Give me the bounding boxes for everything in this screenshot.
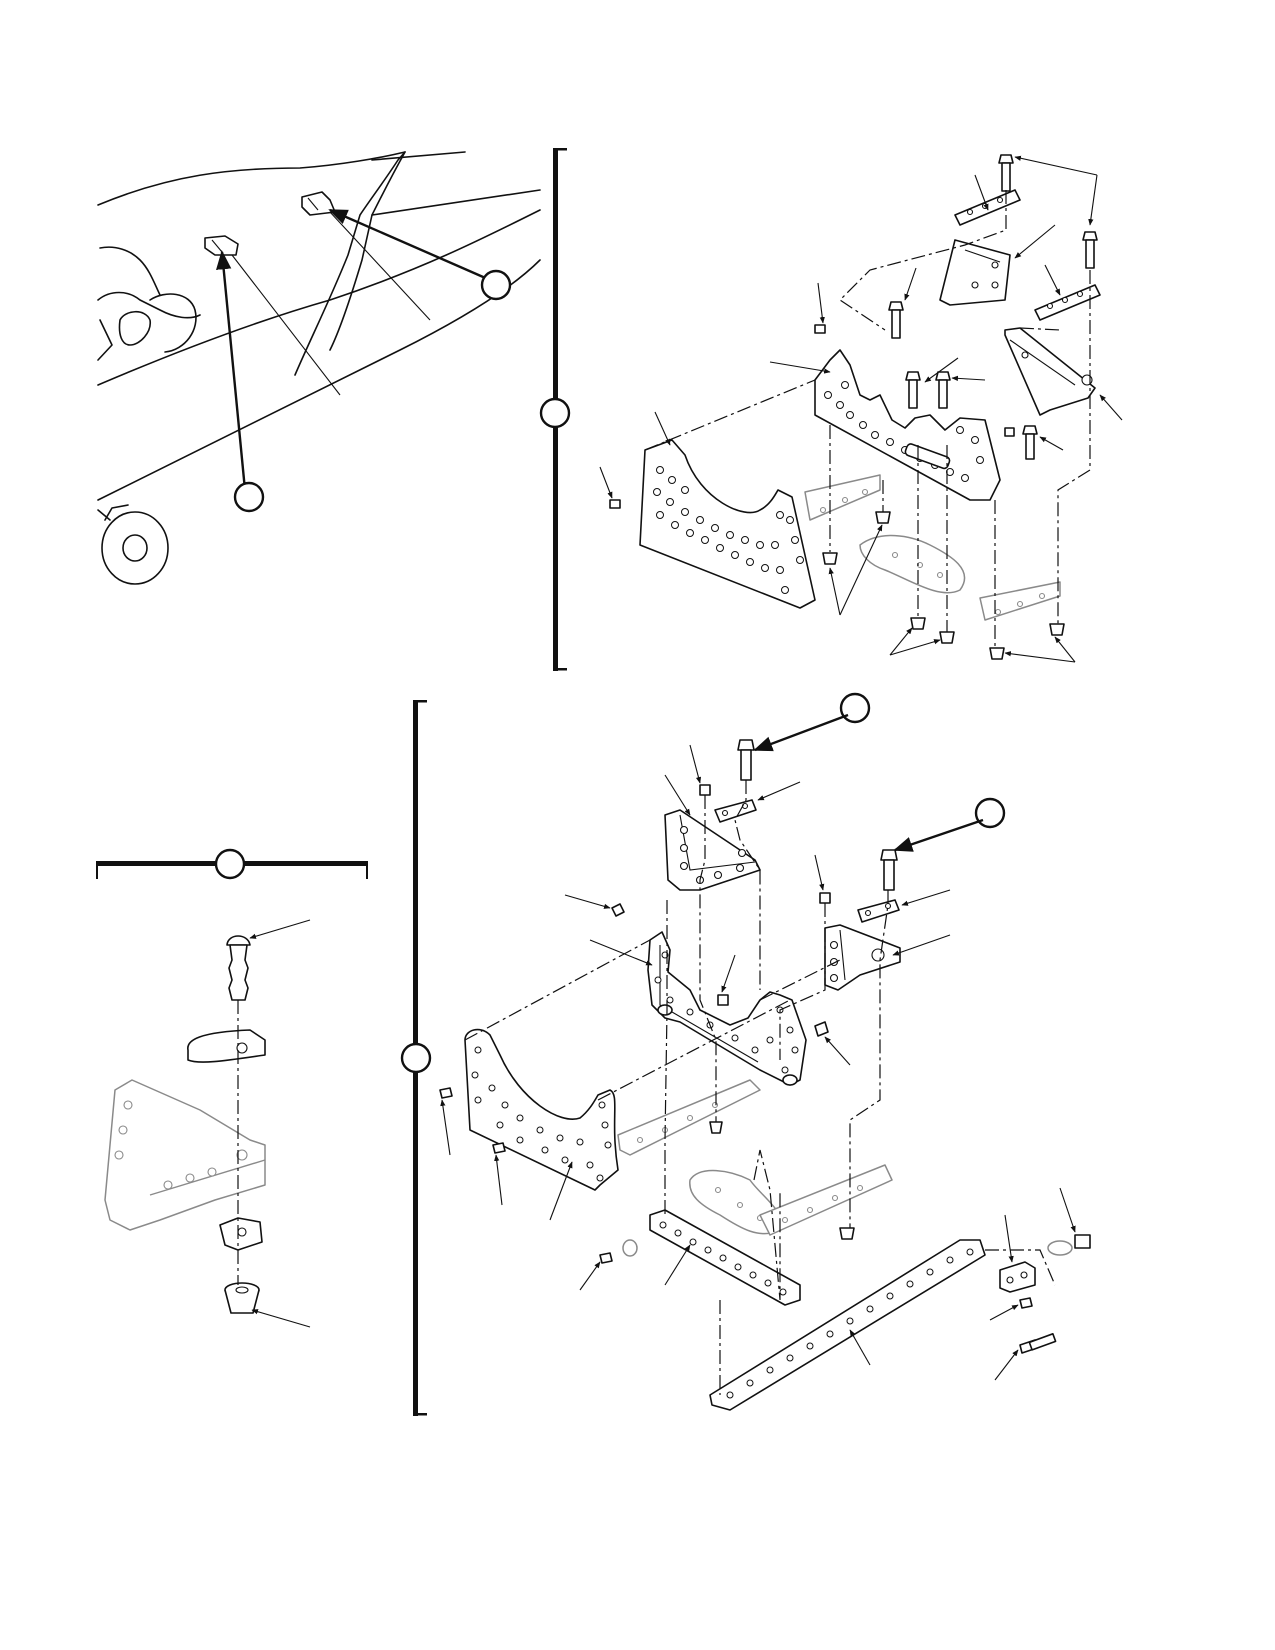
rivet [814, 324, 826, 334]
nut [1049, 623, 1065, 636]
rivet [492, 1142, 506, 1154]
seat-rail-fitting-aft [301, 191, 336, 216]
nut [875, 511, 891, 524]
centerline [1057, 270, 1091, 624]
bolt [880, 849, 898, 891]
nut [1074, 1234, 1091, 1249]
nut [709, 1121, 723, 1134]
rivet [1004, 427, 1015, 437]
rivet [699, 784, 711, 796]
lower-assembly-view [400, 692, 1091, 1416]
seat-side-panel [464, 1028, 619, 1191]
washer [622, 1239, 638, 1257]
seat-side-panel [639, 439, 816, 609]
corner-bracket [104, 1079, 266, 1231]
floor-track-plate [804, 474, 881, 521]
nut [910, 617, 926, 630]
callout-circle-icon [539, 397, 571, 429]
centerline [849, 890, 889, 1228]
bolt [1022, 425, 1038, 460]
spacer-plate [714, 799, 757, 823]
rivet [599, 1252, 613, 1264]
aircraft-fuselage [97, 151, 541, 585]
callout-circle-icon [400, 1042, 432, 1074]
nut [989, 647, 1005, 660]
bolt [888, 301, 904, 339]
corner-bracket [1004, 327, 1096, 416]
floor-track-plate [859, 534, 966, 594]
bolt [998, 154, 1014, 192]
centerline [699, 795, 717, 1122]
leader-line [231, 254, 341, 396]
centerline [734, 780, 761, 990]
centerline [753, 1149, 781, 1301]
detail-arrow [893, 818, 984, 852]
location-arrow [328, 208, 491, 282]
centerline [985, 1249, 1056, 1286]
washer [1047, 1240, 1073, 1256]
centerline [597, 999, 791, 1101]
rivet [814, 1021, 829, 1037]
crossbar [649, 1209, 801, 1306]
spacer-plate [857, 899, 900, 923]
bolt [737, 739, 755, 781]
corner-bracket [664, 809, 761, 891]
centerline [779, 903, 826, 1060]
bolt [935, 371, 951, 409]
rivet [819, 892, 831, 904]
bolt [226, 935, 251, 1001]
centerline [759, 959, 841, 1001]
floor-track-plate [617, 1079, 761, 1156]
callout-circle-icon [214, 848, 246, 880]
callout-circle-icon [839, 692, 871, 724]
nut [224, 1282, 260, 1314]
angle-bracket [999, 1261, 1036, 1293]
nut [939, 631, 955, 644]
location-arrow [216, 250, 247, 491]
corner-bracket [824, 924, 901, 991]
seat-frame-assembly [814, 349, 1001, 501]
spacer-plate [1034, 284, 1101, 321]
leader-line [329, 211, 431, 321]
centerline [644, 379, 816, 451]
rivet [1019, 1297, 1033, 1309]
floor-track-plate [979, 581, 1061, 621]
rivet [717, 994, 729, 1006]
callout-circle-icon [233, 481, 265, 513]
rivet [609, 499, 621, 509]
callout-circle-icon [974, 797, 1006, 829]
floor-track-plate [759, 1164, 893, 1236]
seat-frame-assembly [647, 931, 807, 1086]
aircraft-location-view [97, 151, 541, 585]
callout-circle-icon [480, 269, 512, 301]
corner-bracket [939, 239, 1011, 306]
fastener-detail-view [96, 848, 368, 1328]
rivet [611, 903, 625, 917]
crossbar [709, 1239, 986, 1411]
nut [822, 552, 838, 565]
rivet [439, 1087, 453, 1099]
spacer-plate [187, 1029, 266, 1063]
centerline [664, 900, 668, 1215]
nut [839, 1227, 855, 1240]
bolt [1019, 1332, 1057, 1354]
bolt [905, 371, 921, 409]
washer-plate [219, 1217, 263, 1251]
detail-arrow [753, 713, 849, 752]
upper-assembly-view [539, 148, 1123, 671]
centerline [1019, 327, 1061, 331]
bolt [1082, 231, 1098, 269]
centerline [839, 190, 1007, 331]
centerline [464, 939, 651, 1041]
